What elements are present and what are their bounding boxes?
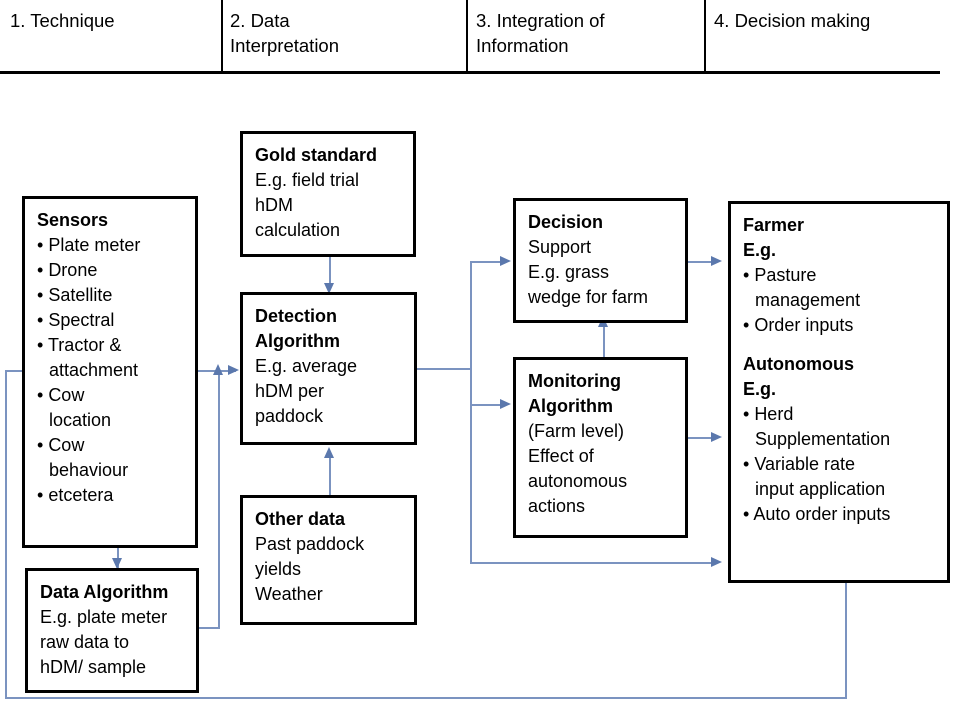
node-other-data[interactable]: Other data Past paddock yields Weather bbox=[240, 495, 417, 625]
connector-farmer-feedback-riser bbox=[5, 370, 7, 698]
node-farmer-autonomous-title-line-1: Autonomous bbox=[743, 354, 854, 374]
connector-dataalgorithm-riser bbox=[218, 374, 220, 628]
node-decision[interactable]: Decision Support E.g. grass wedge for fa… bbox=[513, 198, 688, 323]
header-column-2: 2. Data Interpretation bbox=[230, 10, 340, 56]
node-farmer-spacer bbox=[743, 338, 937, 352]
node-data-algorithm-title: Data Algorithm bbox=[40, 582, 169, 602]
connector-detection-out bbox=[417, 368, 472, 370]
arrowhead-detection-to-decision bbox=[500, 256, 511, 266]
connector-feedback-to-sensors bbox=[5, 370, 37, 372]
node-sensors-item-6: • Cow behaviour bbox=[37, 435, 129, 480]
node-sensors-item-4: • Tractor & attachment bbox=[37, 335, 139, 380]
node-farmer-item-1: • Order inputs bbox=[743, 315, 854, 335]
node-gold-standard-line-2: calculation bbox=[255, 220, 341, 240]
node-other-data-line-1: yields bbox=[255, 559, 302, 579]
arrowhead-sensors-to-detection bbox=[228, 365, 239, 375]
node-sensors-item-3: • Spectral bbox=[37, 310, 115, 330]
node-decision-title: Decision bbox=[528, 212, 604, 232]
connector-monitoring-to-decision bbox=[603, 327, 605, 359]
node-farmer[interactable]: Farmer E.g. • Pasture management • Order… bbox=[728, 201, 950, 583]
connector-monitoring-to-farmer bbox=[688, 437, 716, 439]
node-sensors-item-7: • etcetera bbox=[37, 485, 114, 505]
arrowhead-detection-to-monitoring bbox=[500, 399, 511, 409]
node-decision-line-0: Support bbox=[528, 237, 592, 257]
node-sensors-item-5: • Cow location bbox=[37, 385, 112, 430]
node-gold-standard-line-0: E.g. field trial bbox=[255, 170, 360, 190]
node-detection-algorithm-title-line-1: Detection bbox=[255, 306, 338, 326]
node-sensors-item-2: • Satellite bbox=[37, 285, 113, 305]
header-column-4: 4. Decision making bbox=[714, 10, 871, 31]
node-detection-algorithm[interactable]: Detection Algorithm E.g. average hDM per… bbox=[240, 292, 417, 445]
node-farmer-title-line-2: E.g. bbox=[743, 240, 777, 260]
node-monitoring-title-line-2: Algorithm bbox=[528, 396, 613, 416]
node-detection-algorithm-title-line-2: Algorithm bbox=[255, 331, 340, 351]
header-underline bbox=[0, 71, 940, 74]
connector-gold-to-detection bbox=[329, 257, 331, 285]
connector-otherdata-to-detection bbox=[329, 458, 331, 495]
node-monitoring-line-1: Effect of bbox=[528, 446, 594, 466]
node-data-algorithm-line-0: E.g. plate meter bbox=[40, 607, 168, 627]
node-sensors-item-1: • Drone bbox=[37, 260, 98, 280]
connector-dataalgorithm-out bbox=[199, 627, 220, 629]
node-sensors-item-0: • Plate meter bbox=[37, 235, 141, 255]
arrowhead-detection-to-farmer bbox=[711, 557, 722, 567]
header-divider-1 bbox=[221, 0, 223, 72]
arrowhead-otherdata-to-detection bbox=[324, 447, 334, 458]
node-detection-algorithm-line-0: E.g. average bbox=[255, 356, 358, 376]
node-data-algorithm-line-1: raw data to bbox=[40, 632, 130, 652]
connector-decision-to-farmer bbox=[688, 261, 716, 263]
node-monitoring-line-2: autonomous bbox=[528, 471, 628, 491]
connector-farmer-feedback-bottom bbox=[5, 697, 846, 699]
arrowhead-decision-to-farmer bbox=[711, 256, 722, 266]
node-farmer-autonomous-title-line-2: E.g. bbox=[743, 379, 777, 399]
node-monitoring-algorithm[interactable]: Monitoring Algorithm (Farm level) Effect… bbox=[513, 357, 688, 538]
arrowhead-gold-to-detection bbox=[324, 283, 334, 294]
node-gold-standard[interactable]: Gold standard E.g. field trial hDM calcu… bbox=[240, 131, 416, 257]
header-divider-3 bbox=[704, 0, 706, 72]
node-data-algorithm-line-2: hDM/ sample bbox=[40, 657, 147, 677]
node-sensors[interactable]: Sensors • Plate meter • Drone • Satellit… bbox=[22, 196, 198, 548]
node-gold-standard-line-1: hDM bbox=[255, 195, 294, 215]
node-other-data-line-2: Weather bbox=[255, 584, 323, 604]
header-divider-2 bbox=[466, 0, 468, 72]
connector-detection-to-monitoring bbox=[470, 404, 504, 406]
arrowhead-dataalgorithm-to-detection bbox=[213, 364, 223, 375]
node-gold-standard-title: Gold standard bbox=[255, 145, 378, 165]
connector-farmer-feedback-down bbox=[845, 583, 847, 699]
header-column-1: 1. Technique bbox=[10, 10, 115, 31]
node-sensors-title: Sensors bbox=[37, 210, 109, 230]
header-column-3: 3. Integration of Information bbox=[476, 10, 605, 56]
node-data-algorithm[interactable]: Data Algorithm E.g. plate meter raw data… bbox=[25, 568, 199, 693]
node-monitoring-line-3: actions bbox=[528, 496, 586, 516]
phase-header-row: 1. Technique 2. Data Interpretation 3. I… bbox=[0, 0, 955, 74]
node-farmer-autonomous-item-0: • Herd Supplementation bbox=[743, 404, 891, 449]
arrowhead-monitoring-to-farmer bbox=[711, 432, 722, 442]
node-decision-line-1: E.g. grass bbox=[528, 262, 610, 282]
node-farmer-title-line-1: Farmer bbox=[743, 215, 805, 235]
node-farmer-autonomous-item-1: • Variable rate input application bbox=[743, 454, 886, 499]
node-farmer-item-0: • Pasture management bbox=[743, 265, 861, 310]
node-other-data-title: Other data bbox=[255, 509, 346, 529]
node-decision-line-2: wedge for farm bbox=[528, 287, 649, 307]
node-monitoring-line-0: (Farm level) bbox=[528, 421, 625, 441]
connector-detection-to-farmer bbox=[470, 562, 715, 564]
node-detection-algorithm-line-2: paddock bbox=[255, 406, 324, 426]
node-monitoring-title-line-1: Monitoring bbox=[528, 371, 621, 391]
node-detection-algorithm-line-1: hDM per bbox=[255, 381, 325, 401]
arrowhead-sensors-to-dataalgorithm bbox=[112, 558, 122, 569]
connector-detection-to-decision bbox=[470, 261, 504, 263]
connector-detection-trunk bbox=[470, 261, 472, 563]
node-farmer-autonomous-item-2: • Auto order inputs bbox=[743, 504, 891, 524]
node-other-data-line-0: Past paddock bbox=[255, 534, 365, 554]
